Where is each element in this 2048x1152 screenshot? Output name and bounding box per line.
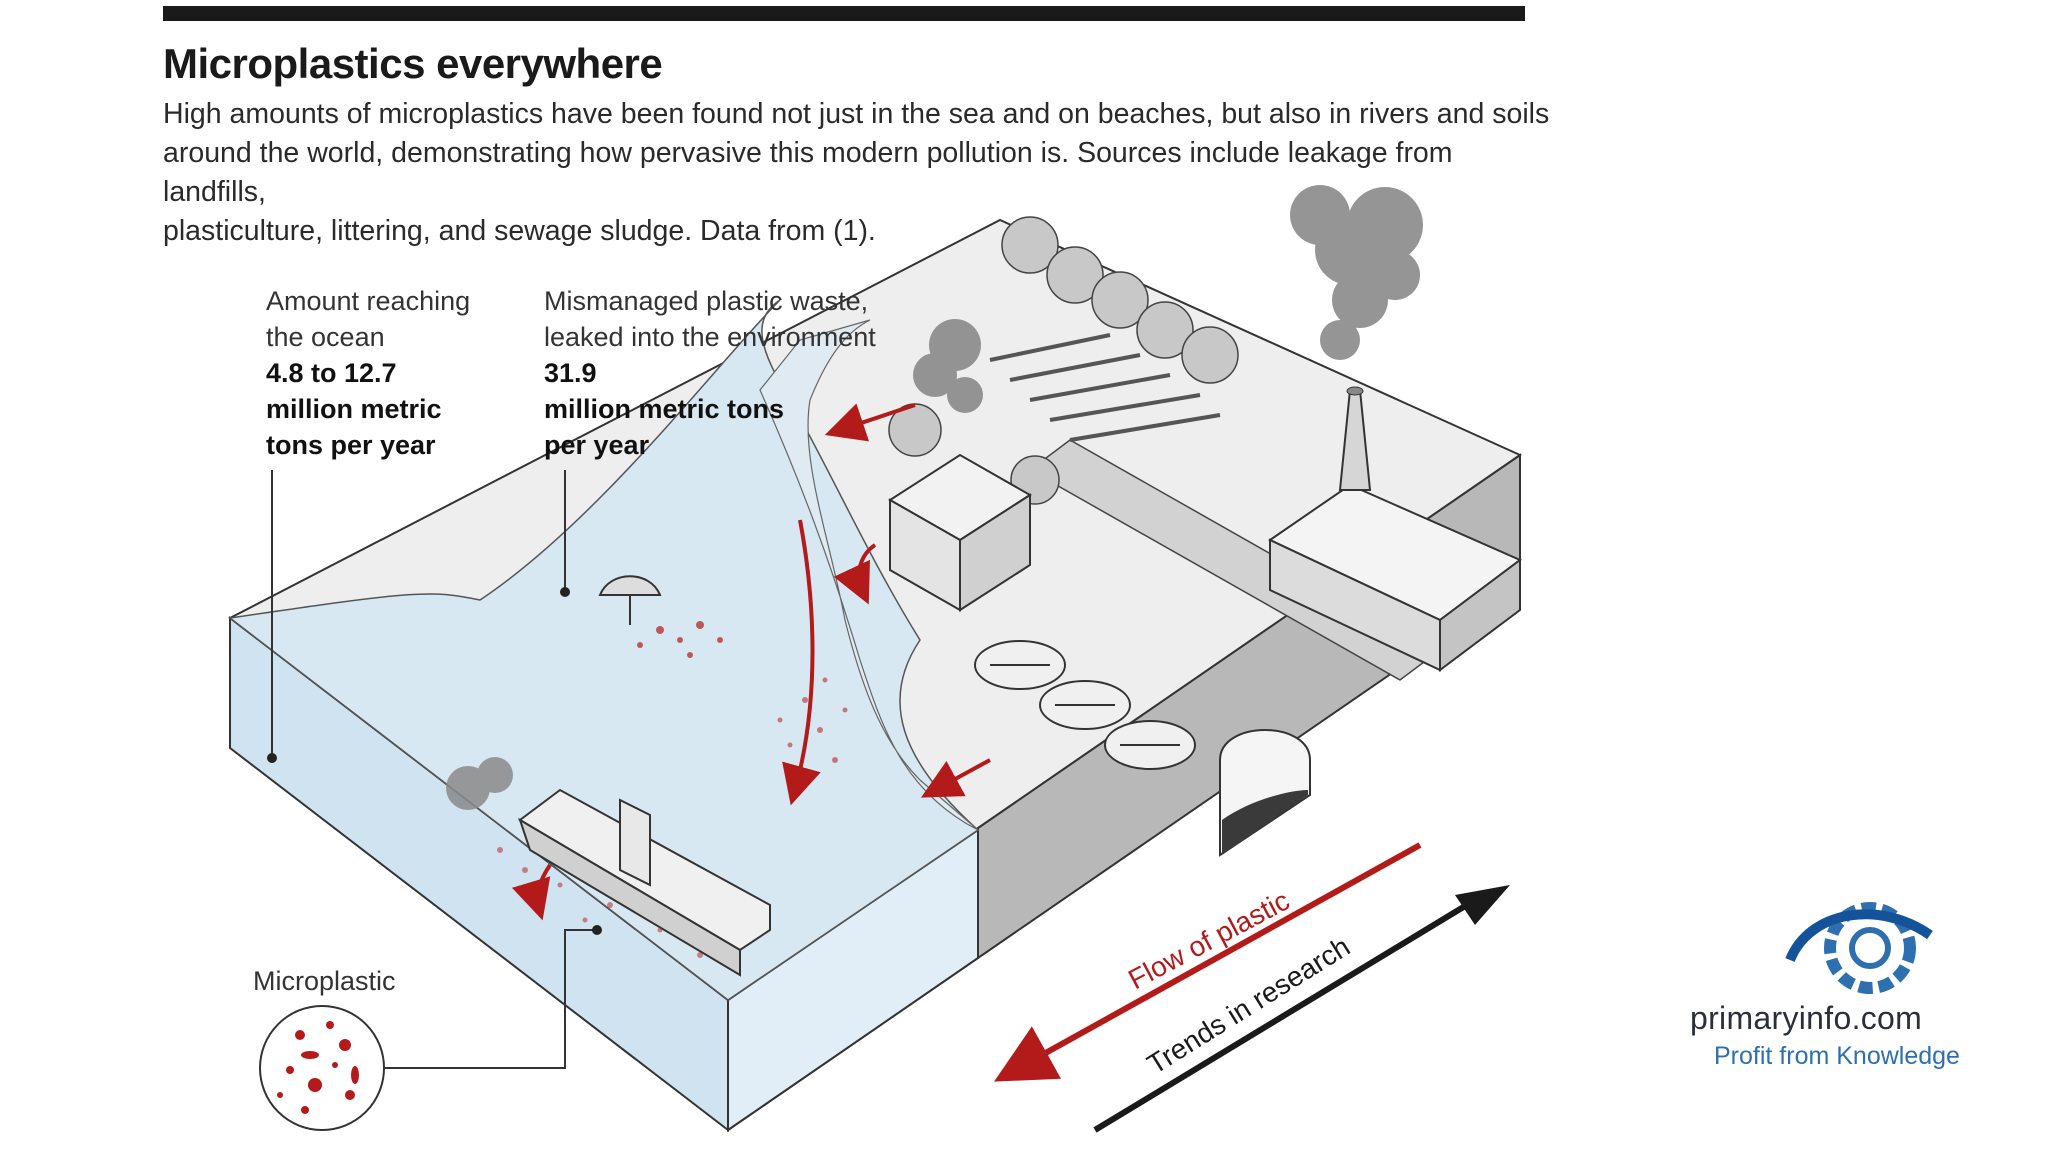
sea-water (228, 299, 980, 1001)
farm-field (989, 333, 1221, 442)
ocean-value-line-1: 4.8 to 12.7 (266, 358, 397, 388)
mismanaged-callout: Mismanaged plastic waste, leaked into th… (544, 283, 876, 463)
mismanaged-value-line-1: 31.9 (544, 358, 597, 388)
page-title: Microplastics everywhere (163, 40, 663, 87)
microplastic-callout-label: Microplastic (253, 966, 396, 996)
microplastic-callout-dot (592, 925, 602, 935)
flow-arrow-ship (511, 863, 552, 921)
brand-tagline: Profit from Knowledge (1714, 1042, 1960, 1070)
trends-in-research-arrow (1093, 885, 1510, 1133)
ocean-callout-dot (267, 753, 277, 763)
house-smoke (913, 319, 983, 413)
beach-litter (637, 621, 723, 658)
flow-arrow-field (824, 403, 916, 442)
house (888, 453, 1032, 612)
subtitle-line-3: plasticulture, littering, and sewage slu… (163, 215, 876, 247)
factory (1267, 386, 1522, 672)
mismanaged-label-line-1: Mismanaged plastic waste, (544, 286, 869, 316)
mismanaged-value-line-3: per year (544, 430, 650, 460)
flow-arrow-plant (920, 758, 991, 798)
ship-smoke (446, 757, 513, 810)
primaryinfo-logo-icon (1785, 902, 1933, 994)
microplastic-sample (259, 1005, 385, 1131)
microplastic-callout-line (385, 929, 595, 1069)
subtitle-line-1: High amounts of microplastics have been … (163, 98, 1550, 130)
ocean-value-line-3: tons per year (266, 430, 436, 460)
trees (888, 216, 1239, 505)
ship-microplastics (497, 847, 703, 958)
cargo-ship (518, 788, 771, 977)
flow-of-plastic-arrow (994, 842, 1422, 1082)
mismanaged-callout-dot (560, 587, 570, 597)
mismanaged-value-line-2: million metric tons (544, 394, 785, 424)
mismanaged-label-line-2: leaked into the environment (544, 322, 876, 352)
flow-arrow-river (782, 519, 821, 806)
ocean-label-line-1: Amount reaching (266, 286, 471, 316)
sewer-tunnel (1219, 729, 1311, 857)
flow-arrow-house (833, 543, 877, 605)
wastewater-plant (974, 640, 1196, 770)
ocean-value-line-2: million metric (266, 394, 442, 424)
ocean-label-line-2: the ocean (266, 322, 385, 352)
top-rule (163, 6, 1525, 21)
subtitle: High amounts of microplastics have been … (163, 95, 1563, 251)
subtitle-line-2: around the world, demonstrating how perv… (163, 137, 1453, 208)
factory-smoke (1290, 185, 1423, 360)
ocean-callout: Amount reaching the ocean 4.8 to 12.7 mi… (266, 283, 470, 463)
umbrella-icon (598, 575, 662, 625)
brand-name: primaryinfo.com (1690, 1000, 1923, 1036)
